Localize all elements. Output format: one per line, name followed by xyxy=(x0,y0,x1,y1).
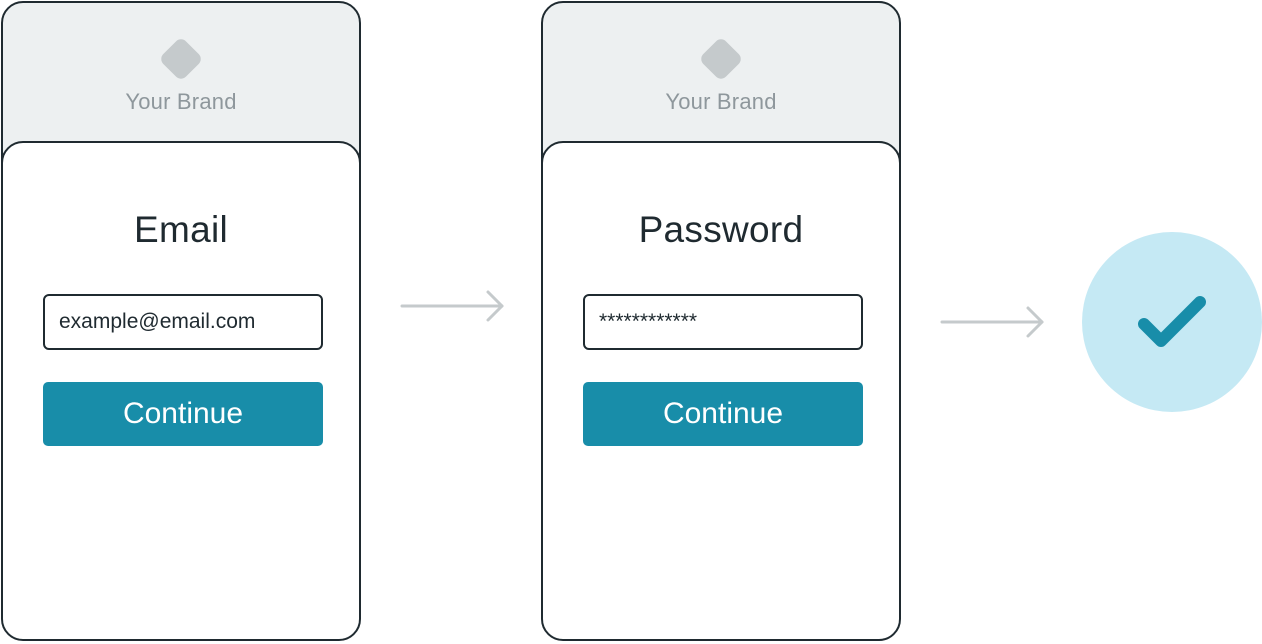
brand-header: Your Brand xyxy=(543,3,899,143)
password-field[interactable]: ************ xyxy=(583,294,863,350)
brand-name: Your Brand xyxy=(125,89,237,114)
email-title: Email xyxy=(133,209,229,250)
arrow-right-icon xyxy=(400,290,504,322)
email-field[interactable]: example@email.com xyxy=(43,294,323,350)
email-screen: Your Brand Email example@email.com Conti… xyxy=(1,1,361,641)
email-continue-button[interactable]: Continue xyxy=(43,382,323,446)
checkmark-icon xyxy=(1138,296,1206,347)
brand-header: Your Brand xyxy=(3,3,359,143)
diamond-logo-icon xyxy=(698,36,744,82)
brand-name: Your Brand xyxy=(665,89,777,114)
password-title: Password xyxy=(638,209,804,250)
success-indicator xyxy=(1082,232,1262,412)
password-continue-button[interactable]: Continue xyxy=(583,382,863,446)
arrow-right-icon xyxy=(940,306,1044,338)
password-screen: Your Brand Password ************ Continu… xyxy=(541,1,901,641)
diamond-logo-icon xyxy=(158,36,204,82)
password-card: Password ************ Continue xyxy=(543,141,899,639)
email-card: Email example@email.com Continue xyxy=(3,141,359,639)
